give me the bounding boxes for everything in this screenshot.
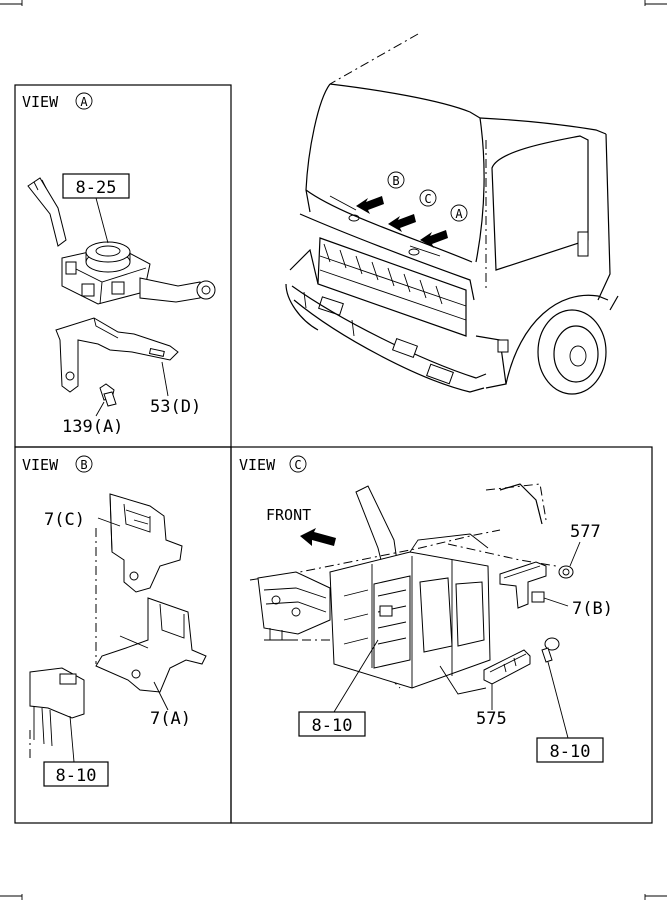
svg-text:8-10: 8-10	[56, 766, 97, 786]
label-8-10-view-c-left: 8-10	[298, 711, 366, 737]
svg-text:A: A	[455, 207, 463, 221]
label-139a: 139(A)	[62, 417, 123, 437]
label-7b: 7(B)	[572, 599, 613, 619]
view-a-heading: VIEW A	[22, 92, 93, 111]
label-7a: 7(A)	[150, 709, 191, 729]
front-label: FRONT	[266, 506, 311, 524]
label-7c: 7(C)	[44, 510, 85, 530]
bolt-139a-drawing	[95, 383, 117, 417]
marker-c: C	[419, 189, 437, 207]
svg-text:8-25: 8-25	[76, 178, 117, 198]
view-frames	[14, 84, 653, 824]
combination-switch-drawing	[27, 177, 216, 305]
view-a-title: VIEW	[22, 93, 59, 111]
label-8-10-view-c-right: 8-10	[536, 737, 604, 763]
view-arrows	[356, 196, 448, 248]
view-b-letter: B	[80, 458, 87, 472]
front-arrow: FRONT	[266, 506, 336, 546]
connector-b-drawing	[29, 667, 85, 763]
view-b-title: VIEW	[22, 456, 59, 474]
hvac-unit-drawing	[249, 483, 557, 713]
bracket-7c-drawing	[95, 493, 183, 664]
svg-text:8-10: 8-10	[312, 716, 353, 736]
marker-a: A	[450, 204, 468, 222]
resistor-575-drawing	[483, 649, 531, 710]
view-c-heading: VIEW C	[239, 455, 307, 474]
svg-text:8-10: 8-10	[550, 742, 591, 762]
view-a-letter: A	[80, 95, 88, 109]
view-c-letter: C	[294, 458, 301, 472]
view-b-heading: VIEW B	[22, 455, 93, 474]
bracket-7b-drawing	[499, 561, 569, 609]
sensor-8-10-drawing	[541, 637, 569, 739]
truck-cab-drawing	[285, 33, 619, 395]
label-575: 575	[476, 709, 507, 729]
svg-text:C: C	[424, 192, 431, 206]
label-53d: 53(D)	[150, 397, 201, 417]
marker-b: B	[387, 171, 405, 189]
view-c-title: VIEW	[239, 456, 276, 474]
label-8-25: 8-25	[62, 173, 130, 199]
label-8-10-view-b: 8-10	[43, 761, 109, 787]
nut-577-drawing	[558, 541, 581, 579]
label-577: 577	[570, 522, 601, 542]
bracket-53d-drawing	[55, 317, 179, 397]
svg-text:B: B	[392, 174, 399, 188]
bracket-7a-drawing	[95, 597, 207, 711]
